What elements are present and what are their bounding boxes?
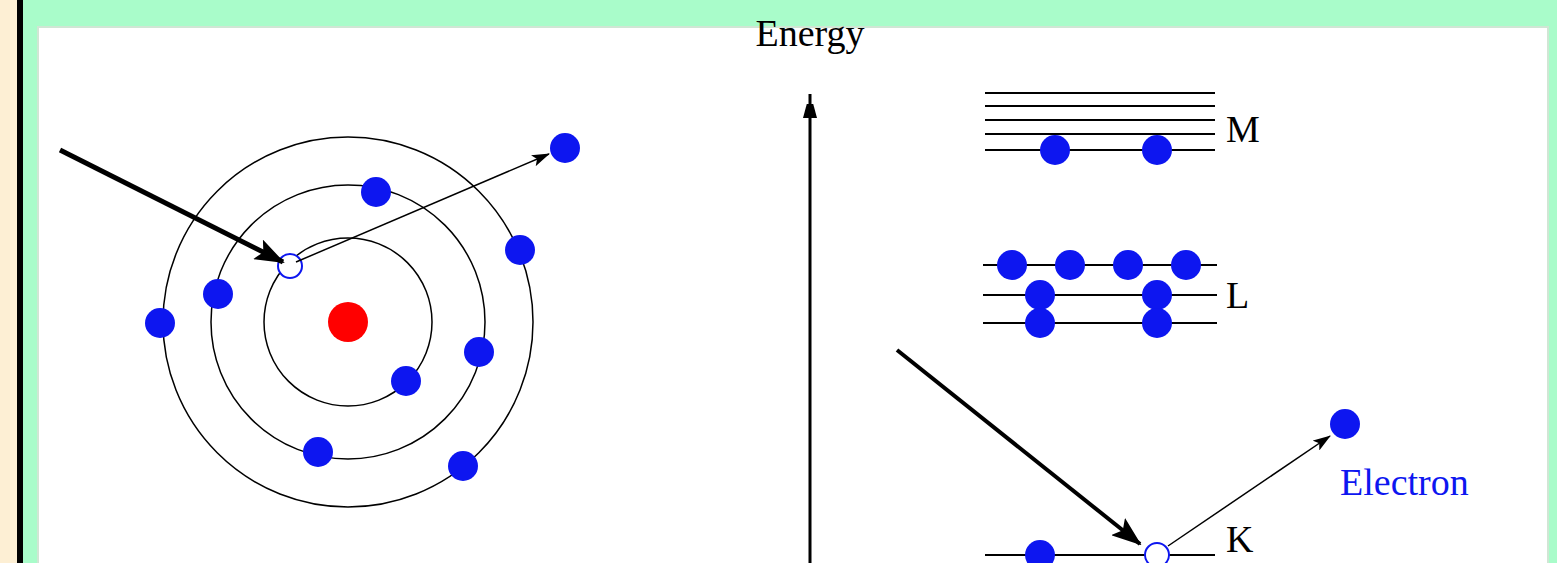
particle-label: Electron — [1340, 463, 1469, 501]
level-line — [985, 133, 1215, 135]
electron-dot — [464, 337, 494, 367]
electron-dot — [1171, 250, 1201, 280]
level-line — [985, 119, 1215, 121]
shell-label: L — [1226, 276, 1249, 314]
axis-label: Energy — [755, 14, 864, 52]
electron-hole — [278, 254, 302, 278]
electron-dot — [1113, 250, 1143, 280]
electron-dot — [997, 250, 1027, 280]
ejection-arrow — [296, 154, 549, 262]
level-line — [985, 105, 1215, 107]
ejected-electron — [550, 133, 580, 163]
electron-dot — [1055, 250, 1085, 280]
electron-dot — [1025, 280, 1055, 310]
level-line — [985, 554, 1215, 556]
electron-dot — [505, 235, 535, 265]
electron-dot — [203, 279, 233, 309]
electron-dot — [1025, 308, 1055, 338]
middle-orbit — [211, 185, 485, 459]
incoming-arrow — [897, 350, 1140, 544]
electron-dot — [1025, 540, 1055, 563]
outer-orbit — [163, 137, 533, 507]
level-line — [983, 322, 1217, 324]
shell-label: M — [1226, 110, 1260, 148]
beige-strip — [0, 0, 17, 563]
electron-hole — [1145, 543, 1169, 563]
electron-dot — [1142, 308, 1172, 338]
energy-axis — [809, 94, 812, 563]
electron-dot — [361, 177, 391, 207]
electron-dot — [303, 437, 333, 467]
level-line — [983, 294, 1217, 296]
ejected-electron — [1330, 409, 1360, 439]
shell-label: K — [1226, 520, 1253, 558]
black-bar — [17, 0, 23, 563]
incoming-arrow — [60, 150, 283, 262]
electron-dot — [448, 451, 478, 481]
electron-dot — [145, 308, 175, 338]
inner-orbit — [264, 238, 432, 406]
electron-dot — [1040, 135, 1070, 165]
electron-dot — [1142, 280, 1172, 310]
electron-dot — [1142, 135, 1172, 165]
white-panel — [38, 27, 1548, 563]
nucleus — [328, 302, 368, 342]
level-line — [985, 92, 1215, 94]
electron-dot — [391, 366, 421, 396]
level-line — [985, 149, 1215, 151]
